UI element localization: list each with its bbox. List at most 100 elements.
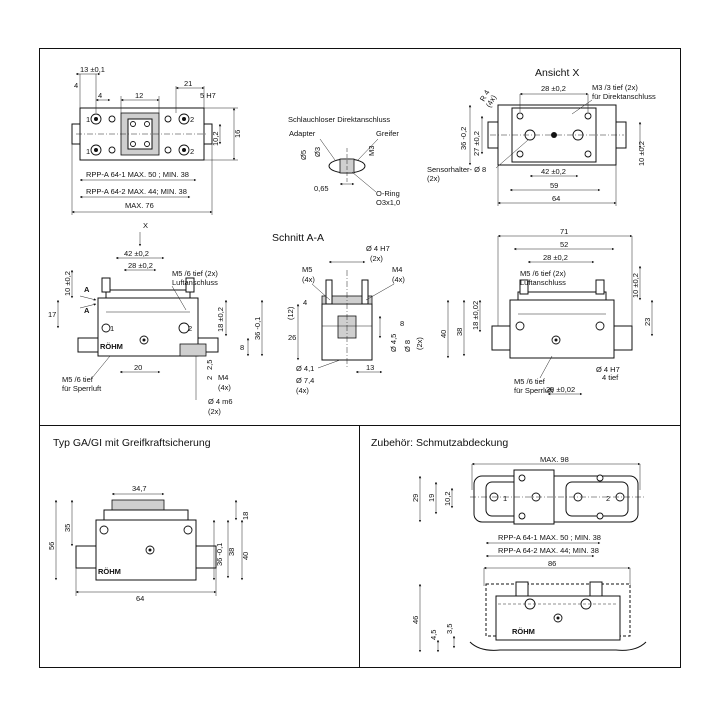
type-ga-gi-panel: Typ GA/GI mit Greifkraftsicherung RÖHM 3… xyxy=(47,437,250,603)
x-marker: X xyxy=(143,221,148,230)
side-dim-20: 20 ±0,02 xyxy=(546,385,575,394)
ga-dim-40: 40 xyxy=(241,552,250,560)
side-dim-40: 40 xyxy=(439,330,448,338)
ga-dim-36: 36 -0,1 xyxy=(215,543,224,566)
cover-mark-1: 1 xyxy=(503,494,507,503)
sec-dim-4: 4 xyxy=(303,298,307,307)
viewx-36: 36 -0,2 xyxy=(459,127,468,150)
view-x-title: Ansicht X xyxy=(535,67,579,79)
ga-dim-64: 64 xyxy=(136,594,144,603)
panel-title-cover: Zubehör: Schmutzabdeckung xyxy=(371,437,508,449)
side-note-m5-sperr: M5 /6 tief xyxy=(514,377,546,386)
section-mark-a1: A xyxy=(84,285,90,294)
mark-2b: 2 xyxy=(190,147,194,156)
cover-dim-max98: MAX. 98 xyxy=(540,455,569,464)
viewx-64: 64 xyxy=(552,194,560,203)
cover-dim-29: 29 xyxy=(411,494,420,502)
sec-m5-4x: (4x) xyxy=(302,275,315,284)
front-dim-2-5: 2,5 xyxy=(205,360,214,370)
front-view: X 1 2 RÖHM A A 42 ±0,2 28 ±0,2 10 ±0,2 1… xyxy=(48,221,264,416)
front-mark-2: 2 xyxy=(188,324,192,333)
dim-16: 16 xyxy=(233,130,242,138)
label-m3: M3 xyxy=(367,146,376,156)
viewx-10: 10 ±0,2 xyxy=(637,141,646,166)
sec-d41: Ø 4,1 xyxy=(296,364,314,373)
direct-connection-detail: Schlauchloser Direktanschluss Adapter Gr… xyxy=(288,115,400,207)
sec-m5: M5 xyxy=(302,265,312,274)
note-rpp-1: RPP-A 64-1 MAX. 50 ; MIN. 38 xyxy=(86,170,189,179)
viewx-note-m3: M3 /3 tief (2x) xyxy=(592,83,638,92)
ga-dim-34-7: 34,7 xyxy=(132,484,147,493)
section-title: Schnitt A-A xyxy=(272,232,324,244)
side-dim-71: 71 xyxy=(560,227,568,236)
label-adapter: Adapter xyxy=(289,129,316,138)
panel-title-ga-gi: Typ GA/GI mit Greifkraftsicherung xyxy=(53,437,211,449)
cover-mark-2: 2 xyxy=(606,494,610,503)
dim-5h7: 5 H7 xyxy=(200,91,216,100)
side-note-d4h7: Ø 4 H7 xyxy=(596,365,620,374)
front-note-sperrluft: für Sperrluft xyxy=(62,384,102,393)
ga-dim-18: 18 xyxy=(241,512,250,520)
front-note-2x: (2x) xyxy=(208,407,221,416)
sec-m4: M4 xyxy=(392,265,402,274)
dim-4-left: 4 xyxy=(74,81,78,90)
sec-d8: Ø 8 xyxy=(403,340,412,352)
cover-dim-3-5: 3,5 xyxy=(445,624,454,634)
cover-dim-4-5: 4,5 xyxy=(429,630,438,640)
sec-d45: Ø 4,5 xyxy=(389,334,398,352)
front-dim-42: 42 ±0,2 xyxy=(124,249,149,258)
front-note-luft: Luftanschluss xyxy=(172,278,218,287)
dim-10-2: 10,2 xyxy=(211,131,220,146)
note-rpp-2: RPP-A 64-2 MAX. 44; MIN. 38 xyxy=(86,187,187,196)
sec-4x-bottom: (4x) xyxy=(296,386,309,395)
side-note-sperrluft: für Sperrluft xyxy=(514,386,554,395)
viewx-dim-28: 28 ±0,2 xyxy=(541,84,566,93)
viewx-note-sensor: Sensorhalter- Ø 8 xyxy=(427,165,486,174)
viewx-note-2x: (2x) xyxy=(427,174,440,183)
cover-dim-10-2: 10,2 xyxy=(443,491,452,506)
ga-brand-logo: RÖHM xyxy=(98,567,121,576)
front-dim-10: 10 ±0,2 xyxy=(63,271,72,296)
mark-1b: 1 xyxy=(86,147,90,156)
cover-note-rpp-2: RPP-A 64-2 MAX. 44; MIN. 38 xyxy=(498,546,599,555)
cover-note-rpp-1: RPP-A 64-1 MAX. 50 ; MIN. 38 xyxy=(498,533,601,542)
front-dim-20: 20 xyxy=(134,363,142,372)
viewx-59: 59 xyxy=(550,181,558,190)
viewx-note-direkt: für Direktanschluss xyxy=(592,92,656,101)
label-d5: Ø5 xyxy=(299,150,308,160)
detail-title: Schlauchloser Direktanschluss xyxy=(288,115,390,124)
dim-4: 4 xyxy=(98,91,102,100)
front-note-d4m6: Ø 4 m6 xyxy=(208,397,233,406)
front-dim-36: 36 -0,1 xyxy=(253,317,262,340)
label-oring: O-Ring xyxy=(376,189,400,198)
sec-m4-4x: (4x) xyxy=(392,275,405,284)
top-left-view: 1 2 1 2 13 ±0,1 4 4 12 21 5 H7 10,2 16 R… xyxy=(71,65,242,215)
side-dim-28: 28 ±0,2 xyxy=(543,253,568,262)
sec-dim-12: (12) xyxy=(286,306,295,320)
cover-brand-logo: RÖHM xyxy=(512,627,535,636)
front-dim-28: 28 ±0,2 xyxy=(128,261,153,270)
sec-2x-side: (2x) xyxy=(415,337,424,350)
side-dim-10: 10 ±0,2 xyxy=(631,273,640,298)
side-note-m5: M5 /6 tief (2x) xyxy=(520,269,566,278)
dim-12: 12 xyxy=(135,91,143,100)
mark-1a: 1 xyxy=(86,115,90,124)
side-dim-18: 18 ±0,02 xyxy=(471,301,480,330)
side-dim-52: 52 xyxy=(560,240,568,249)
viewx-42: 42 ±0,2 xyxy=(541,167,566,176)
front-note-m4: M4 xyxy=(218,373,228,382)
front-dim-8: 8 xyxy=(240,343,244,352)
note-max76: MAX. 76 xyxy=(125,201,154,210)
ga-dim-56: 56 xyxy=(47,542,56,550)
section-a-a: Schnitt A-A Ø 4 H7 (2x) M5 (4x) M4 (4x) … xyxy=(272,232,424,395)
sec-dim-8: 8 xyxy=(400,319,404,328)
cover-lip xyxy=(469,641,647,651)
sec-d74: Ø 7,4 xyxy=(296,376,314,385)
cover-dim-19: 19 xyxy=(427,494,436,502)
sec-dim-13: 13 xyxy=(366,363,374,372)
front-dim-2: 2 xyxy=(205,376,214,380)
label-065: 0,65 xyxy=(314,184,329,193)
ga-dim-35: 35 xyxy=(63,524,72,532)
side-dim-38: 38 xyxy=(455,328,464,336)
sec-2x-top: (2x) xyxy=(370,254,383,263)
